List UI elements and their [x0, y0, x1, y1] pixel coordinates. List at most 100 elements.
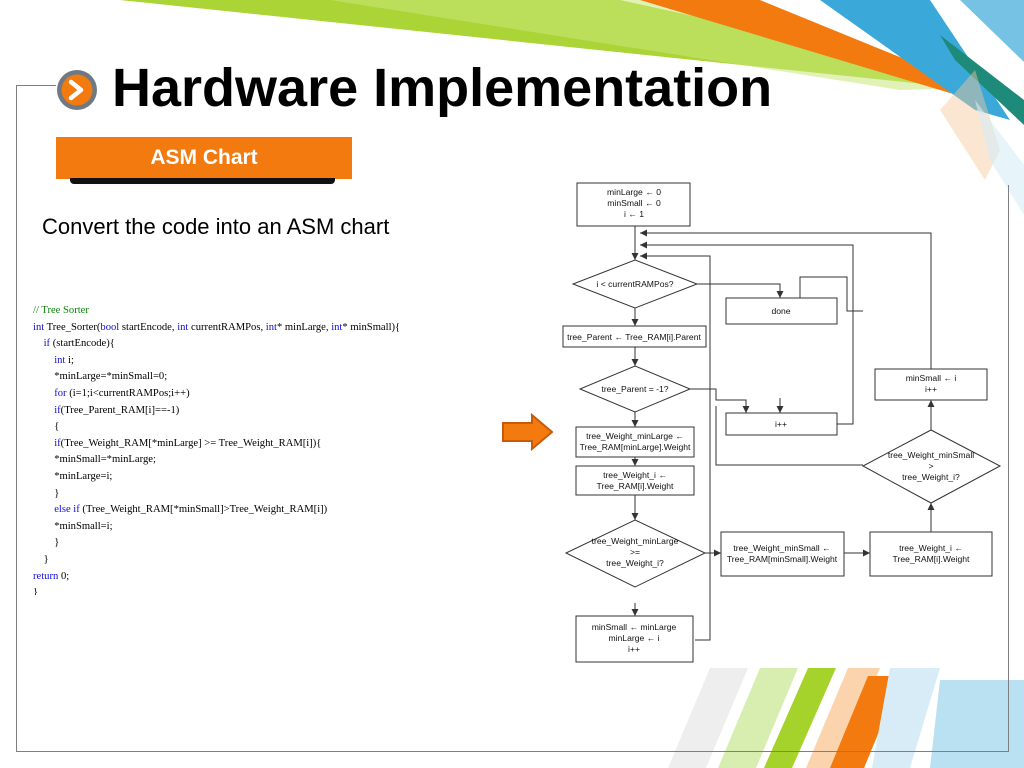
inc-i-text: i++ [775, 419, 787, 429]
code-line: if(Tree_Parent_RAM[i]==-1) [33, 403, 553, 420]
code-text: (Tree_Weight_RAM[*minLarge] >= Tree_Weig… [60, 437, 322, 449]
code-line: // Tree Sorter [33, 303, 553, 320]
cond-parent-text: tree_Parent = -1? [601, 384, 668, 394]
code-line: else if (Tree_Weight_RAM[*minSmall]>Tree… [33, 502, 553, 519]
state-weight-minsmall [720, 531, 845, 577]
minsmall-i-line-2: i++ [925, 384, 937, 394]
code-keyword: int [177, 321, 189, 333]
code-text: { [54, 421, 60, 433]
code-line: *minSmall=*minLarge; [33, 452, 553, 469]
code-text: } [33, 587, 39, 595]
code-keyword: bool [100, 321, 120, 333]
state-weight-i-right [869, 531, 993, 577]
code-listing: // Tree Sorter int Tree_Sorter(bool start… [33, 303, 553, 595]
weight-i-left-line-1: tree_Weight_i ← [603, 470, 667, 480]
code-text: *minLarge=i; [54, 470, 113, 482]
done-text: done [771, 306, 790, 316]
state-done [725, 297, 838, 325]
subtitle: Convert the code into an ASM chart [42, 214, 390, 239]
weight-minsmall-line-1: tree_Weight_minSmall ← [733, 543, 830, 553]
state-tree-parent [562, 325, 707, 348]
cond-loop-text: i < currentRAMPos? [596, 279, 673, 289]
code-text: *minSmall=i; [54, 520, 113, 532]
cond-ge-line-2: >= [630, 547, 640, 557]
section-label: ASM Chart [56, 137, 352, 179]
init-line-1: minLarge ← 0 [607, 187, 661, 197]
weight-i-left-line-2: Tree_RAM[i].Weight [597, 481, 675, 491]
code-text: } [54, 487, 60, 499]
code-line: for (i=1;i<currentRAMPos;i++) [33, 386, 553, 403]
update-both-line-3: i++ [628, 644, 640, 654]
code-line: } [33, 585, 553, 595]
code-line: *minSmall=i; [33, 519, 553, 536]
page-title: Hardware Implementation [112, 58, 773, 118]
code-line: int i; [33, 353, 553, 370]
code-keyword: return [33, 570, 59, 582]
code-text: currentRAMPos, [188, 321, 266, 333]
code-keyword: int [54, 354, 66, 366]
init-line-2: minSmall ← 0 [607, 198, 661, 208]
code-keyword: else if [54, 504, 80, 516]
code-keyword: if [54, 404, 61, 416]
code-line: if (startEncode){ [33, 336, 553, 353]
orange-circle-arrow-icon [57, 70, 97, 110]
code-text: * minSmall){ [342, 321, 401, 333]
code-line: } [33, 552, 553, 569]
code-line: *minLarge=*minSmall=0; [33, 369, 553, 386]
code-keyword: int [33, 321, 45, 333]
code-text: 0; [58, 570, 70, 582]
update-both-line-1: minSmall ← minLarge [592, 622, 677, 632]
state-inc-i [725, 412, 838, 436]
frame-line-right [1008, 185, 1009, 752]
section-label-underline [70, 178, 335, 184]
code-text: (Tree_Weight_RAM[*minSmall]>Tree_Weight_… [79, 504, 328, 516]
cond-ge-line-3: tree_Weight_i? [606, 558, 664, 568]
state-minsmall-i [874, 368, 988, 401]
code-line: if(Tree_Weight_RAM[*minLarge] >= Tree_We… [33, 436, 553, 453]
decision-parent [578, 365, 692, 413]
code-text: Tree_Sorter( [44, 321, 101, 333]
code-text: startEncode, [119, 321, 178, 333]
code-keyword: for [54, 387, 67, 399]
weight-minsmall-line-2: Tree_RAM[minSmall].Weight [727, 554, 838, 564]
cond-gt-line-2: > [928, 461, 933, 471]
code-line: } [33, 535, 553, 552]
code-line: { [33, 419, 553, 436]
code-line: *minLarge=i; [33, 469, 553, 486]
code-line: int Tree_Sorter(bool startEncode, int cu… [33, 320, 553, 337]
code-text: *minSmall=*minLarge; [54, 454, 156, 466]
cond-ge-line-1: tree_Weight_minLarge [592, 536, 679, 546]
cond-gt-line-3: tree_Weight_i? [902, 472, 960, 482]
frame-line-left [16, 85, 17, 752]
frame-line-top-left [16, 85, 56, 86]
code-line: } [33, 486, 553, 503]
state-update-both [575, 615, 694, 663]
code-text: } [43, 553, 49, 565]
decision-loop [571, 259, 699, 309]
decision-gt [861, 429, 1002, 504]
code-keyword: if [54, 437, 61, 449]
code-keyword: int [265, 321, 277, 333]
frame-line-bottom [16, 751, 1009, 752]
code-text: } [54, 537, 60, 549]
code-keyword: int [331, 321, 343, 333]
code-comment: // Tree Sorter [33, 305, 89, 316]
weight-minlarge-line-2: Tree_RAM[minLarge].Weight [580, 442, 691, 452]
state-weight-i-left [575, 465, 695, 496]
tree-parent-text: tree_Parent ← Tree_RAM[i].Parent [567, 332, 701, 342]
code-text: (i=1;i<currentRAMPos;i++) [66, 387, 190, 399]
code-text: * minLarge, [276, 321, 332, 333]
weight-i-right-line-2: Tree_RAM[i].Weight [893, 554, 971, 564]
cond-gt-line-1: tree_Weight_minSmall [888, 450, 974, 460]
orange-right-arrow-icon [502, 412, 554, 452]
state-init [576, 182, 691, 227]
decision-ge [564, 519, 707, 588]
code-text: (startEncode){ [50, 338, 115, 350]
code-keyword: if [43, 338, 51, 350]
weight-minlarge-line-1: tree_Weight_minLarge ← [586, 431, 684, 441]
code-text: *minLarge=*minSmall=0; [54, 371, 168, 383]
minsmall-i-line-1: minSmall ← i [906, 373, 957, 383]
update-both-line-2: minLarge ← i [608, 633, 659, 643]
